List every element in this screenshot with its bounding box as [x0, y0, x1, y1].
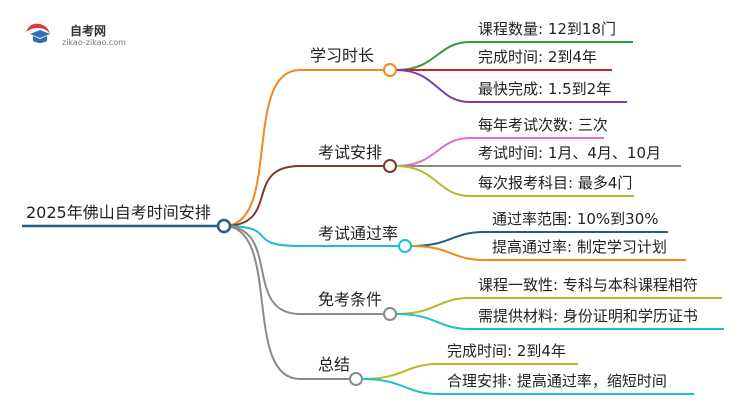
- branch-label: 考试通过率: [318, 224, 399, 243]
- root-label: 2025年佛山自考时间安排: [26, 203, 211, 222]
- branch-node[interactable]: [349, 372, 363, 386]
- branch-label: 考试安排: [318, 143, 383, 162]
- leaf-connector: [395, 297, 722, 315]
- graduation-cap-icon: [26, 23, 50, 43]
- leaf-connector: [395, 69, 627, 103]
- leaf-label: 完成时间: 2到4年: [447, 342, 566, 360]
- leaf-label: 考试时间: 1月、4月、10月: [478, 144, 661, 162]
- leaf-connector: [361, 363, 578, 380]
- leaf-label: 最快完成: 1.5到2年: [478, 80, 612, 98]
- branch-connector: [223, 165, 301, 227]
- branch-label: 总结: [318, 355, 351, 374]
- branch-connector: [223, 69, 301, 227]
- logo-name: 自考网: [70, 24, 107, 38]
- branch-label: 免考条件: [318, 290, 383, 309]
- leaf-label: 提高通过率: 制定学习计划: [492, 238, 667, 256]
- site-logo[interactable]: 自考网 zikao-zikao.com: [22, 18, 140, 50]
- leaf-label: 需提供材料: 身份证明和学历证书: [478, 307, 698, 325]
- leaf-label: 每次报考科目: 最多4门: [478, 174, 633, 192]
- branch-label: 学习时长: [310, 46, 375, 65]
- branch-connector: [223, 225, 301, 380]
- leaf-connector: [395, 137, 604, 167]
- leaf-label: 完成时间: 2到4年: [478, 48, 597, 66]
- branch-node[interactable]: [383, 307, 397, 321]
- leaf-label: 通过率范围: 10%到30%: [492, 210, 659, 228]
- root-node[interactable]: [216, 218, 232, 234]
- leaf-label: 合理安排: 提高通过率，缩短时间: [447, 372, 667, 390]
- leaf-connector: [395, 313, 724, 330]
- branch-node[interactable]: [383, 159, 397, 173]
- logo-url: zikao-zikao.com: [62, 38, 126, 47]
- leaf-connector: [395, 41, 633, 71]
- branch-node[interactable]: [398, 239, 412, 253]
- branch-connector: [223, 225, 301, 247]
- branch-connector: [223, 225, 301, 315]
- leaf-connector: [410, 231, 668, 247]
- leaf-label: 课程数量: 12到18门: [478, 20, 616, 38]
- leaf-connector: [410, 245, 686, 261]
- leaf-label: 每年考试次数: 三次: [478, 116, 608, 134]
- leaf-label: 课程一致性: 专科与本科课程相符: [478, 276, 698, 294]
- leaf-connector: [361, 378, 694, 395]
- leaf-connector: [395, 165, 634, 197]
- branch-node[interactable]: [383, 63, 397, 77]
